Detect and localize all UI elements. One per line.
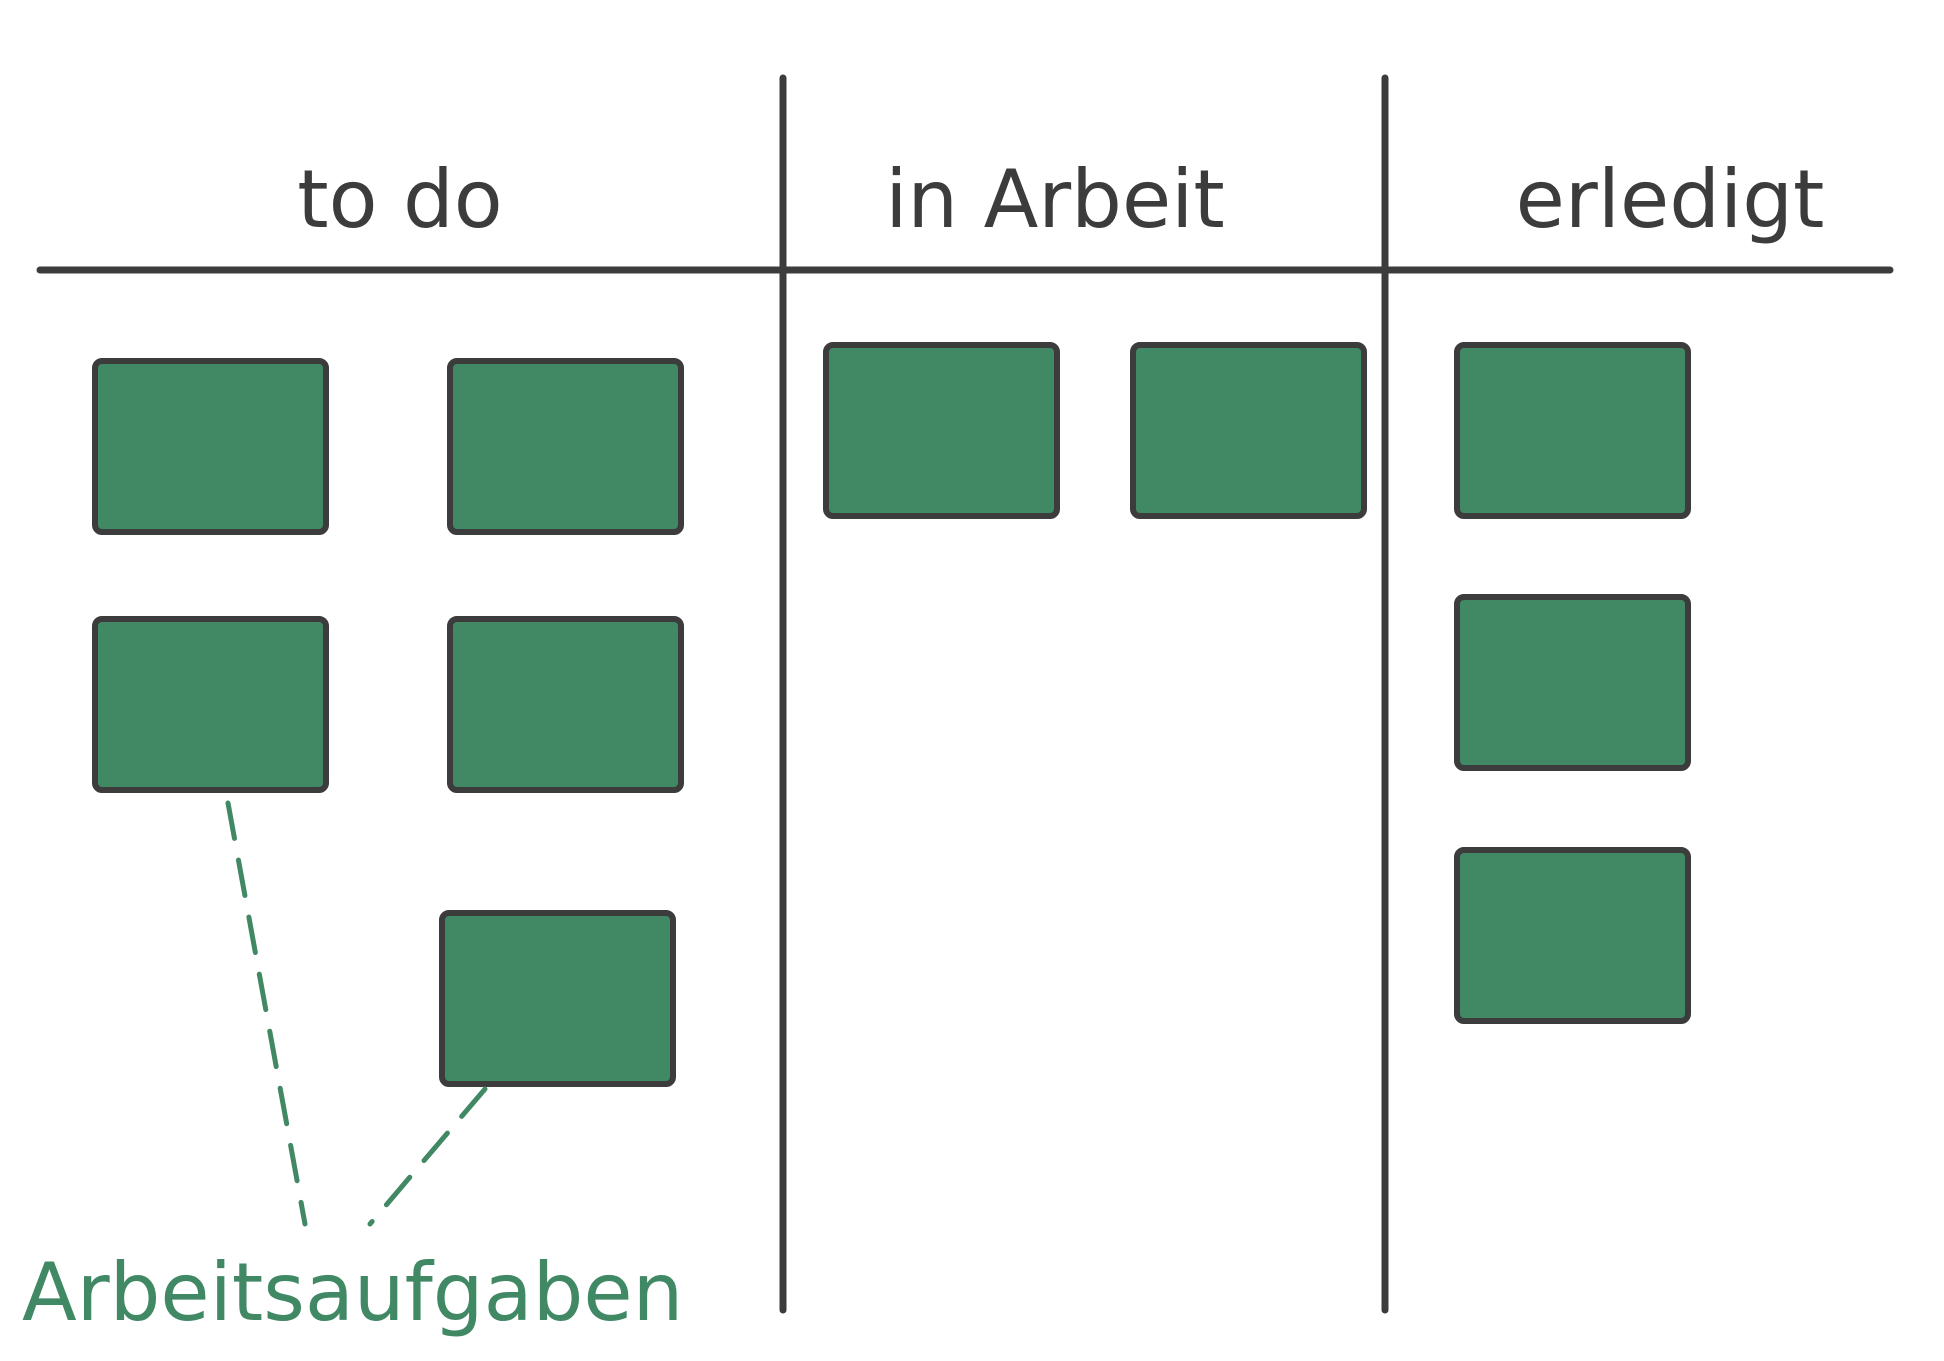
task-card[interactable] <box>447 616 684 793</box>
task-card[interactable] <box>92 616 329 793</box>
annotation-pointer-right <box>367 1086 488 1227</box>
annotation-pointer-left <box>225 800 308 1227</box>
column-title-in-progress: in Arbeit <box>885 153 1225 246</box>
annotation-label: Arbeitsaufgaben <box>22 1246 683 1339</box>
task-card[interactable] <box>1454 342 1691 519</box>
column-todo-cards <box>92 358 684 1087</box>
task-card[interactable] <box>439 910 676 1087</box>
column-title-done: erledigt <box>1516 153 1825 246</box>
task-card[interactable] <box>823 342 1060 519</box>
task-card[interactable] <box>1454 594 1691 771</box>
task-card[interactable] <box>92 358 329 535</box>
column-done-cards <box>1454 342 1691 1024</box>
column-in-progress-cards <box>823 342 1367 519</box>
task-card[interactable] <box>447 358 684 535</box>
column-title-todo: to do <box>297 153 502 246</box>
task-card[interactable] <box>1454 847 1691 1024</box>
task-card[interactable] <box>1130 342 1367 519</box>
